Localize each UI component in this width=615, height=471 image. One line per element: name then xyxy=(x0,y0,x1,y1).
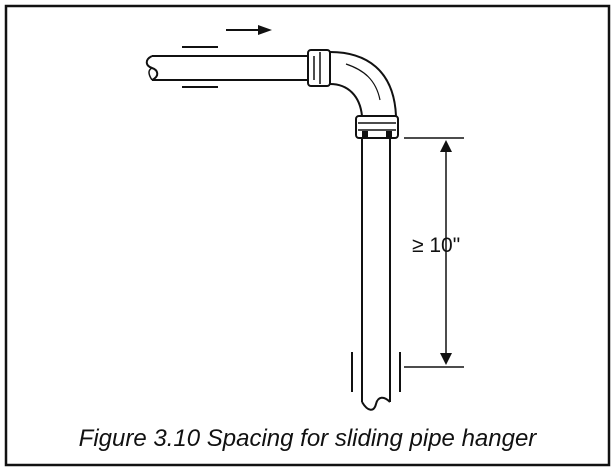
pipe-elbow xyxy=(329,51,397,117)
vertical-hanger-marks xyxy=(351,352,401,392)
flow-direction-arrow-icon xyxy=(226,25,272,35)
figure-frame xyxy=(4,4,611,467)
dimension-extension-lines xyxy=(404,137,464,368)
dimension-arrow-icon xyxy=(440,140,452,365)
horizontal-hanger-marks xyxy=(182,46,218,88)
figure-caption: Figure 3.10 Spacing for sliding pipe han… xyxy=(78,425,537,452)
horizontal-pipe xyxy=(145,55,308,81)
horizontal-coupling xyxy=(307,49,331,87)
vertical-pipe xyxy=(361,138,391,411)
vertical-coupling xyxy=(355,115,399,139)
dimension-label: ≥ 10" xyxy=(412,234,460,257)
